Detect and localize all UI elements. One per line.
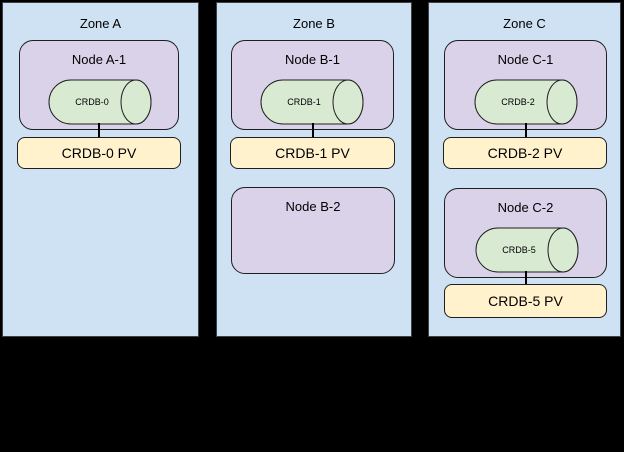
crdb-2-pod: CRDB-2 [474, 79, 578, 125]
node-label: Node C-1 [497, 52, 554, 67]
node-c-1: Node C-1 CRDB-2 [444, 40, 607, 130]
crdb-1-pod: CRDB-1 [260, 79, 364, 125]
zone-label: Zone B [293, 16, 335, 31]
pod-label: CRDB-0 [75, 97, 109, 107]
node-label: Node B-1 [285, 52, 340, 67]
connector-line [525, 123, 527, 138]
cylinder-icon [48, 79, 152, 125]
pv-label: CRDB-5 PV [488, 293, 563, 309]
pod-label: CRDB-1 [287, 97, 321, 107]
crdb-5-pv-box: CRDB-5 PV [444, 284, 607, 318]
zone-b: Zone B Node B-1 CRDB-1 CRDB-1 PV Node B-… [216, 2, 412, 337]
cylinder-icon [475, 227, 579, 273]
pv-label: CRDB-1 PV [275, 145, 350, 161]
crdb-2-pv-box: CRDB-2 PV [443, 137, 607, 169]
node-b-2: Node B-2 [231, 187, 395, 274]
node-label: Node A-1 [71, 52, 127, 67]
cylinder-icon [474, 79, 578, 125]
pv-label: CRDB-0 PV [61, 145, 137, 161]
zone-c: Zone C Node C-1 CRDB-2 CRDB-2 PV Node C-… [428, 2, 621, 337]
pod-label: CRDB-2 [501, 97, 535, 107]
crdb-5-pod: CRDB-5 [475, 227, 579, 273]
zone-a: Zone A Node A-1 CRDB-0 CRDB-0 PV [2, 2, 199, 337]
zone-label: Zone A [79, 16, 122, 31]
crdb-1-pv-box: CRDB-1 PV [230, 137, 395, 169]
pod-label: CRDB-5 [502, 245, 536, 255]
node-label: Node C-2 [497, 200, 554, 215]
crdb-0-pv-box: CRDB-0 PV [17, 137, 181, 169]
cylinder-icon [260, 79, 364, 125]
node-b-1: Node B-1 CRDB-1 [231, 40, 394, 130]
node-label: Node B-2 [285, 199, 341, 214]
connector-line [312, 123, 314, 138]
node-c-2: Node C-2 CRDB-5 [444, 188, 607, 278]
crdb-0-pod: CRDB-0 [48, 79, 152, 125]
connector-line [98, 123, 100, 138]
pv-label: CRDB-2 PV [487, 145, 563, 161]
node-a-1: Node A-1 CRDB-0 [19, 40, 179, 130]
zone-label: Zone C [503, 16, 546, 31]
connector-line [525, 271, 527, 285]
